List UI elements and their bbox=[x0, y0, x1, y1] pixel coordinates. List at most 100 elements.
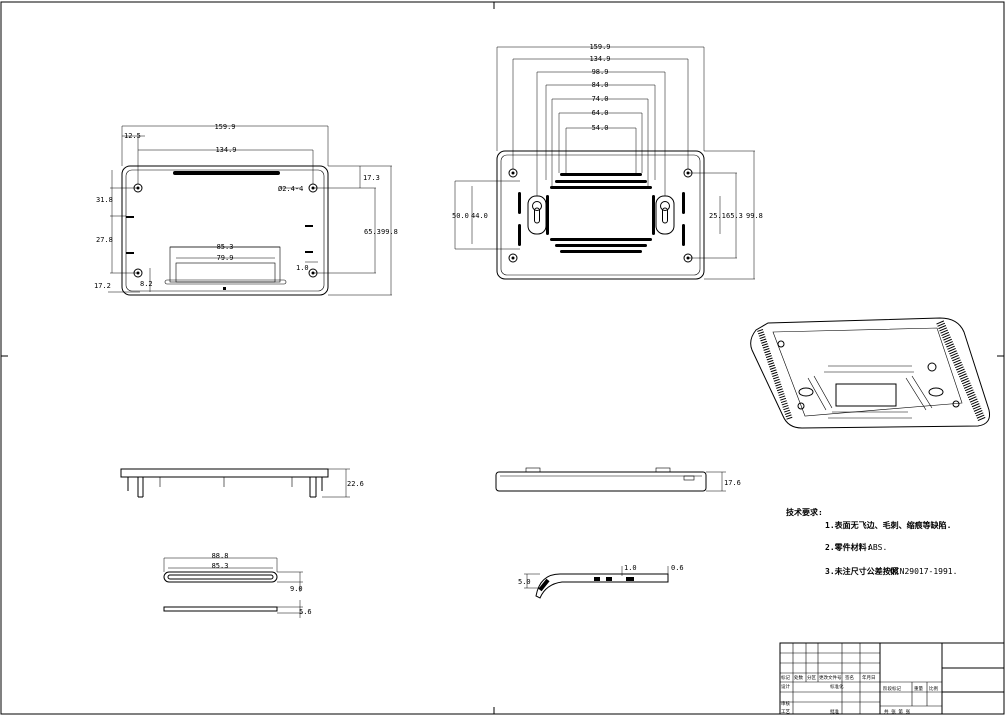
isometric-view bbox=[750, 317, 990, 429]
side-right-tab bbox=[655, 467, 671, 473]
tb-date: 年月日 bbox=[862, 674, 876, 681]
top-right-view: 159.9 134.9 98.9 84.0 74.0 64.0 54.0 50.… bbox=[452, 43, 763, 280]
detail-slot-outer bbox=[163, 571, 278, 583]
mount-hole-bl-center bbox=[511, 256, 515, 260]
title-block: 标记 处数 分区 更改文件号 签名 年月日 设计 标准化 阶段标记 重量 比例 … bbox=[779, 642, 1005, 715]
iso-rib bbox=[911, 375, 933, 409]
note-2-label: 2.零件材料: bbox=[825, 542, 871, 552]
side-left-top bbox=[120, 468, 329, 478]
iso-hole bbox=[952, 400, 960, 408]
tb-design: 设计 bbox=[781, 683, 790, 690]
bottom-recess-inner bbox=[175, 262, 276, 283]
dim-gap-small: 1.0 bbox=[296, 264, 309, 272]
note-2-value: ABS. bbox=[868, 543, 887, 552]
tb-review: 审核 bbox=[781, 700, 790, 707]
iso-left-wall bbox=[757, 329, 793, 421]
rib bbox=[555, 244, 647, 247]
iso-rib bbox=[813, 375, 833, 409]
side-clip-left-2 bbox=[126, 252, 134, 254]
top-right-inner-outline bbox=[500, 154, 701, 276]
dim-bottom-small: 8.2 bbox=[140, 280, 153, 288]
section-hatch bbox=[538, 578, 550, 592]
rib bbox=[560, 173, 642, 176]
dim-section-mid: 1.0 bbox=[624, 564, 637, 572]
dim-h-holes: 65.3 bbox=[364, 228, 381, 236]
rib-vertical bbox=[546, 195, 549, 235]
dim-w1: 159.9 bbox=[589, 43, 610, 51]
keyhole-right-circle bbox=[660, 201, 670, 211]
top-left-view: 159.9 134.9 12.5 Ø2.4-4 17.3 65.3 99.8 3… bbox=[94, 123, 398, 296]
iso-hole bbox=[777, 340, 785, 348]
tb-zone: 分区 bbox=[807, 674, 816, 681]
section-detail bbox=[626, 577, 634, 581]
dim-w3: 98.9 bbox=[592, 68, 609, 76]
iso-inner-outline bbox=[772, 327, 963, 417]
note-3-label: 3.未注尺寸公差按照 bbox=[825, 566, 899, 576]
keyhole-left-slot bbox=[534, 207, 540, 224]
top-slot bbox=[173, 171, 280, 175]
side-right-tab bbox=[525, 467, 541, 473]
dim-section-left: 5.0 bbox=[518, 578, 531, 586]
side-clip-left bbox=[126, 216, 134, 218]
dim-h-overall: 99.8 bbox=[381, 228, 398, 236]
dim-h-top: 17.3 bbox=[363, 174, 380, 182]
dim-left-outer: 50.0 bbox=[452, 212, 469, 220]
iso-outline bbox=[750, 317, 990, 429]
side-clip-right-2 bbox=[305, 251, 313, 253]
dim-left-upper: 31.8 bbox=[96, 196, 113, 204]
rib bbox=[550, 186, 652, 189]
iso-rib bbox=[807, 377, 827, 411]
iso-right-wall bbox=[936, 320, 986, 422]
notes-heading: 技术要求: bbox=[786, 507, 823, 517]
dim-detail-h1: 9.0 bbox=[290, 585, 303, 593]
tb-count: 处数 bbox=[794, 674, 803, 681]
side-view-right: 17.6 bbox=[495, 467, 741, 492]
dim-detail-outer: 88.8 bbox=[212, 552, 229, 560]
rib-vertical bbox=[682, 192, 685, 214]
mount-hole-bl bbox=[508, 253, 518, 263]
side-right-body bbox=[495, 471, 707, 492]
detail-slot-inner bbox=[167, 574, 274, 580]
side-view-left: 22.6 bbox=[120, 468, 364, 498]
dim-hole-callout: Ø2.4-4 bbox=[278, 185, 303, 193]
bottom-tab bbox=[223, 287, 226, 290]
technical-notes: 技术要求: 1.表面无飞边、毛刺、缩痕等缺陷. 2.零件材料: ABS. 3.未… bbox=[786, 507, 957, 576]
top-left-inner-outline bbox=[125, 169, 325, 292]
dim-w2: 134.9 bbox=[589, 55, 610, 63]
dim-side-right-height: 17.6 bbox=[724, 479, 741, 487]
dim-offset-left: 12.5 bbox=[124, 132, 141, 140]
note-1: 1.表面无飞边、毛刺、缩痕等缺陷. bbox=[825, 520, 951, 530]
rib-vertical bbox=[682, 224, 685, 246]
rib bbox=[555, 180, 647, 183]
section-view: 5.0 1.0 0.6 bbox=[518, 564, 684, 599]
dim-w-holes: 134.9 bbox=[215, 146, 236, 154]
dim-w4: 84.0 bbox=[592, 81, 609, 89]
rib bbox=[550, 238, 652, 241]
dim-right-small: 25.1 bbox=[709, 212, 726, 220]
tb-approve: 批准 bbox=[830, 708, 839, 715]
iso-keyhole-left bbox=[798, 387, 814, 397]
top-right-outline bbox=[496, 150, 705, 280]
dim-w6: 64.0 bbox=[592, 109, 609, 117]
iso-hole bbox=[927, 362, 937, 372]
iso-center-recess bbox=[835, 383, 897, 407]
note-3-value: QCN29017-1991. bbox=[890, 567, 957, 576]
iso-hole bbox=[797, 402, 805, 410]
side-right-tab bbox=[683, 475, 695, 481]
dim-right-mid: 65.3 bbox=[726, 212, 743, 220]
rib-vertical bbox=[652, 195, 655, 235]
rib-vertical bbox=[518, 192, 521, 214]
dim-w5: 74.0 bbox=[592, 95, 609, 103]
mount-hole-tl-center bbox=[511, 171, 515, 175]
dim-detail-h2: 5.6 bbox=[299, 608, 312, 616]
section-profile bbox=[535, 573, 669, 599]
dim-bottom-left: 17.2 bbox=[94, 282, 111, 290]
rib-vertical bbox=[518, 224, 521, 246]
dim-side-left-height: 22.6 bbox=[347, 480, 364, 488]
dim-left-inner: 44.0 bbox=[471, 212, 488, 220]
dim-slot-outer: 85.3 bbox=[217, 243, 234, 251]
bottom-slot bbox=[164, 279, 287, 285]
section-detail bbox=[594, 577, 600, 581]
